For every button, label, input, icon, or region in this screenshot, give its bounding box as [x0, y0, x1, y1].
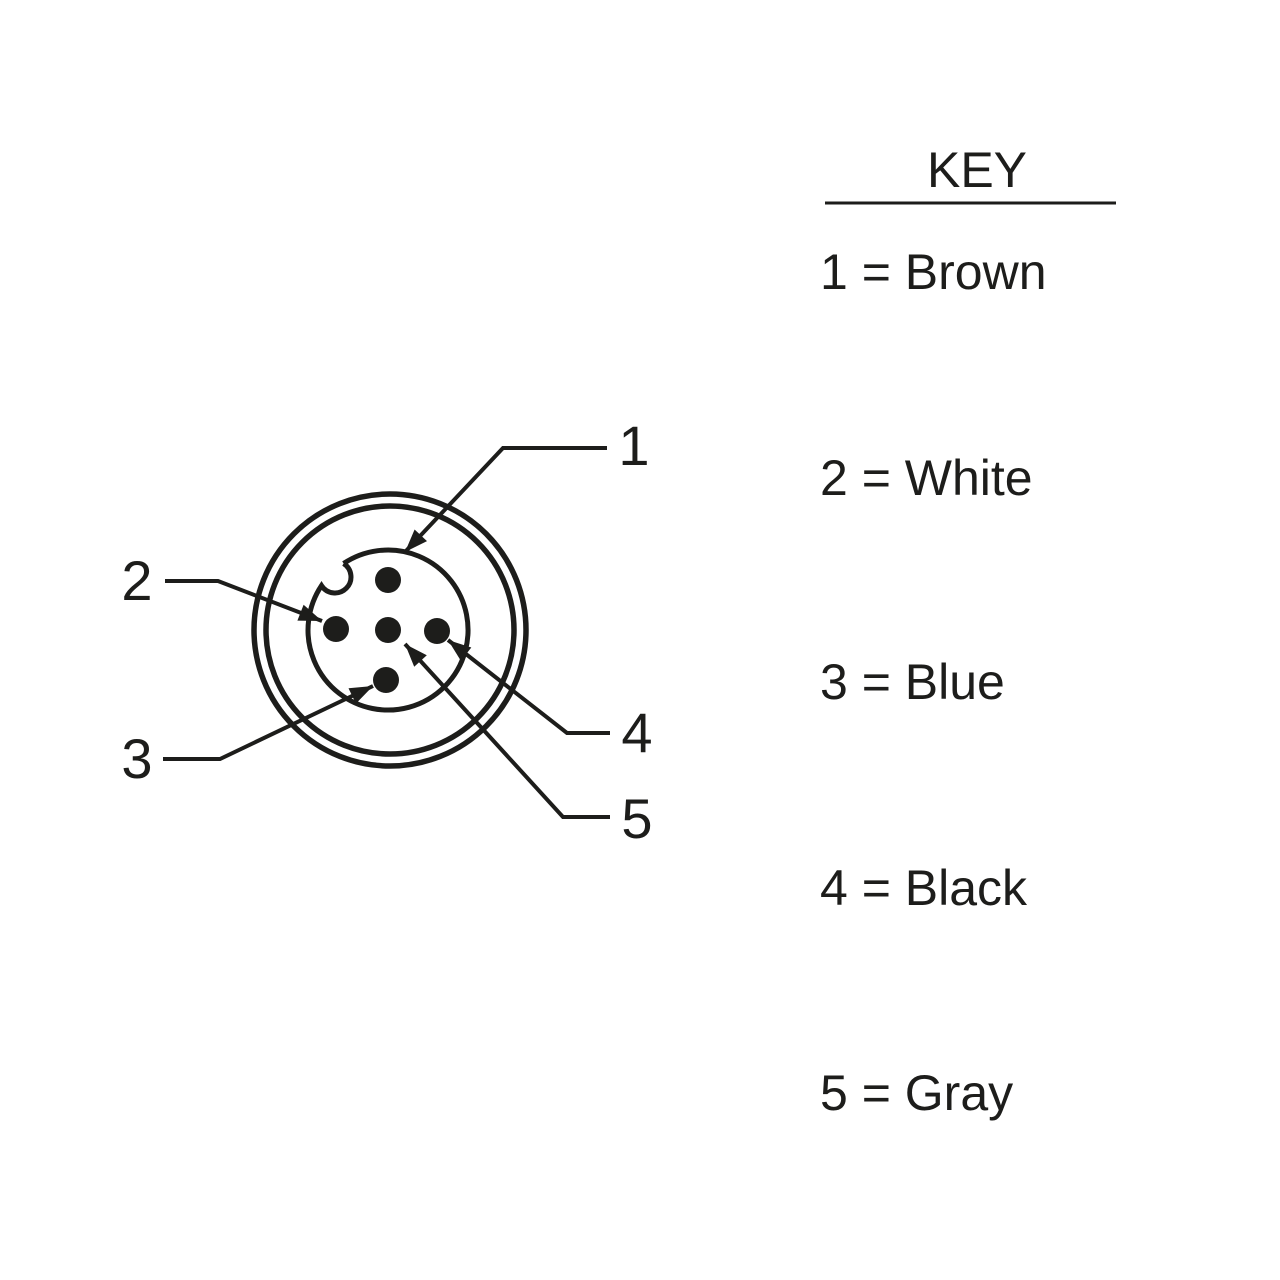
pin-2-arrowhead-icon: [297, 604, 322, 621]
pin-3-leader-line: [163, 684, 374, 761]
pin-4-label: 4: [621, 701, 652, 764]
pin-4-leader-line: [446, 638, 610, 735]
key-legend: KEY 1 = Brown 2 = White 3 = Blue 4 = Bla…: [820, 142, 1116, 1121]
key-entry-3: 3 = Blue: [820, 654, 1005, 710]
key-title: KEY: [927, 142, 1027, 198]
connector-diagram: 1 2 3 4 5: [121, 414, 652, 850]
pin-2-dot: [323, 616, 349, 642]
pin-5-arrowhead-icon: [405, 644, 427, 667]
key-entry-2: 2 = White: [820, 450, 1033, 506]
connector-outer-ring: [251, 491, 529, 769]
connector-face-with-keyway-notch: [305, 547, 471, 713]
pin-5-label: 5: [621, 787, 652, 850]
key-entry-5: 5 = Gray: [820, 1065, 1013, 1121]
pin-5-leader-line: [403, 642, 610, 819]
pin-1-dot: [375, 567, 401, 593]
connector-middle-ring: [263, 503, 517, 757]
pin-4-arrowhead-icon: [448, 640, 472, 661]
pin-4-dot: [424, 618, 450, 644]
pin-2-label: 2: [121, 549, 152, 612]
key-entry-1: 1 = Brown: [820, 244, 1047, 300]
pin-3-label: 3: [121, 727, 152, 790]
key-entry-4: 4 = Black: [820, 860, 1028, 916]
pin-1-leader-line: [403, 446, 607, 554]
pin-1-arrowhead-icon: [405, 529, 427, 552]
pin-3-arrowhead-icon: [348, 686, 373, 704]
pin-5-dot: [375, 617, 401, 643]
pin-3-dot: [373, 667, 399, 693]
pin-2-leader-line: [165, 579, 323, 623]
pin-1-label: 1: [618, 414, 649, 477]
